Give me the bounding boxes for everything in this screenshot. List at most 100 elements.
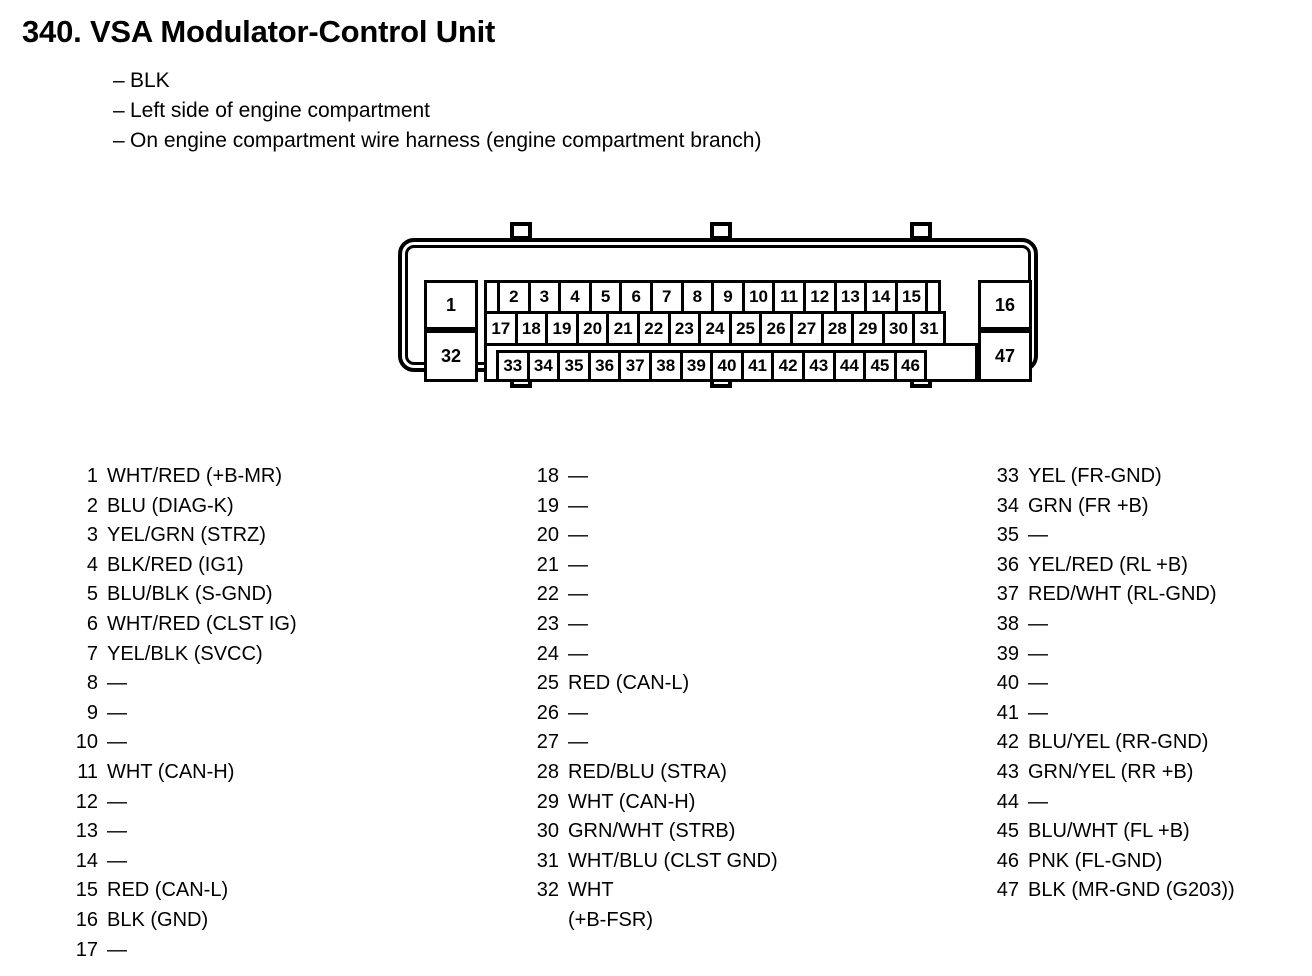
pin-number: 31 [536,849,559,872]
pin-number: 41 [996,701,1019,724]
pin-value: RED (CAN-L) [568,672,690,695]
pin-value: — [107,790,127,813]
pin-number: 2 [86,494,98,517]
pin-number: 24 [536,642,559,665]
pin-value: YEL/RED (RL +B) [1028,553,1188,576]
pin-list-item: 31 WHT/BLU (CLST GND) [521,847,778,877]
pin-list-item: 15 RED (CAN-L) [60,876,297,906]
connector-pin-28: 28 [820,311,855,346]
pin-number: 30 [536,820,559,843]
pin-list-item: 19 — [521,492,778,522]
pin-value: YEL/GRN (STRZ) [107,524,266,547]
pin-list-item: 14 — [60,847,297,877]
pin-value: — [107,938,127,961]
pin-number: 11 [77,760,98,783]
pin-list-item: 11 WHT (CAN-H) [60,758,297,788]
pin-value: — [107,731,127,754]
pin-number: 32 [536,879,559,902]
connector-pin-5: 5 [588,280,623,314]
pin-list-item: 8— [60,669,297,699]
bullet-text: Left side of engine compartment [130,99,431,122]
connector-pin-44: 44 [832,350,867,382]
connector-pin-37: 37 [618,350,652,382]
pin-number: 14 [75,849,98,872]
pin-list-item: 35— [981,521,1235,551]
connector-pin-9: 9 [711,280,745,314]
connector-pin-18: 18 [514,311,549,346]
pin-list-item: 6 WHT/RED (CLST IG) [60,610,297,640]
pin-number: 8 [86,672,98,695]
pin-value: RED (CAN-L) [107,879,229,902]
connector-pin-43: 43 [801,350,836,382]
pin-list-item: 17— [60,936,297,966]
pin-list-item: 18— [521,462,778,492]
pin-value: BLK (GND) [107,908,209,931]
connector-pin-1: 1 [424,280,478,330]
connector-pin-16: 16 [978,280,1032,330]
pin-value: BLU/WHT (FL +B) [1028,820,1190,843]
bullet-dash-icon: – [113,69,125,92]
pin-value: — [568,642,588,665]
pin-value: BLK/RED (IG1) [107,553,244,576]
pin-number: 16 [75,908,98,931]
pin-value: — [107,849,127,872]
connector-pin-10: 10 [741,280,776,314]
pin-list-item: 23— [521,610,778,640]
pin-value: — [107,672,127,695]
connector-pin-40: 40 [710,350,744,382]
pin-number: 29 [536,790,559,813]
pin-value: RED/WHT (RL-GND) [1028,583,1217,606]
pin-value: BLU/BLK (S-GND) [107,583,273,606]
pin-number: 47 [996,879,1019,902]
connector-pin-22: 22 [636,311,671,346]
connector-pin-29: 29 [851,311,885,346]
pin-value: WHT/BLU (CLST GND) [568,849,778,872]
pin-value: WHT (CAN-H) [107,760,235,783]
pin-list-item: 10— [60,728,297,758]
pin-value: — [1028,701,1048,724]
pin-list-item: 20— [521,521,778,551]
connector-pin-6: 6 [619,280,653,314]
pin-number: 9 [86,701,98,724]
bullet-dash-icon: – [113,99,125,122]
pin-number: 19 [536,494,559,517]
pin-value: — [568,553,588,576]
connector-pin-38: 38 [648,350,683,382]
pin-value: — [568,731,588,754]
connector-row-3-frame-top [484,343,978,346]
pin-list-item: 26— [521,699,778,729]
connector-pin-34: 34 [526,350,561,382]
pin-number: 6 [86,612,98,635]
connector-pin-4: 4 [558,280,592,314]
connector-pin-3: 3 [527,280,562,314]
page-title: 340. VSA Modulator-Control Unit [22,14,496,49]
connector-pin-7: 7 [649,280,684,314]
pin-number: 36 [996,553,1019,576]
pin-number: 45 [996,820,1019,843]
pin-value: WHT/RED (CLST IG) [107,612,297,635]
connector-pin-11: 11 [772,280,806,314]
pin-number: 4 [86,553,98,576]
pin-value: PNK (FL-GND) [1028,849,1163,872]
pin-list-item: 9— [60,699,297,729]
pin-value: YEL/BLK (SVCC) [107,642,263,665]
pin-value: — [568,494,588,517]
pin-list-item: 12 — [60,788,297,818]
connector-pin-36: 36 [587,350,622,382]
pin-number: 22 [536,583,559,606]
pin-number: 15 [75,879,98,902]
pin-number: 12 [75,790,98,813]
pin-number: 43 [996,760,1019,783]
pin-number: 42 [996,731,1019,754]
bullet-item-0: –BLK [113,66,761,96]
